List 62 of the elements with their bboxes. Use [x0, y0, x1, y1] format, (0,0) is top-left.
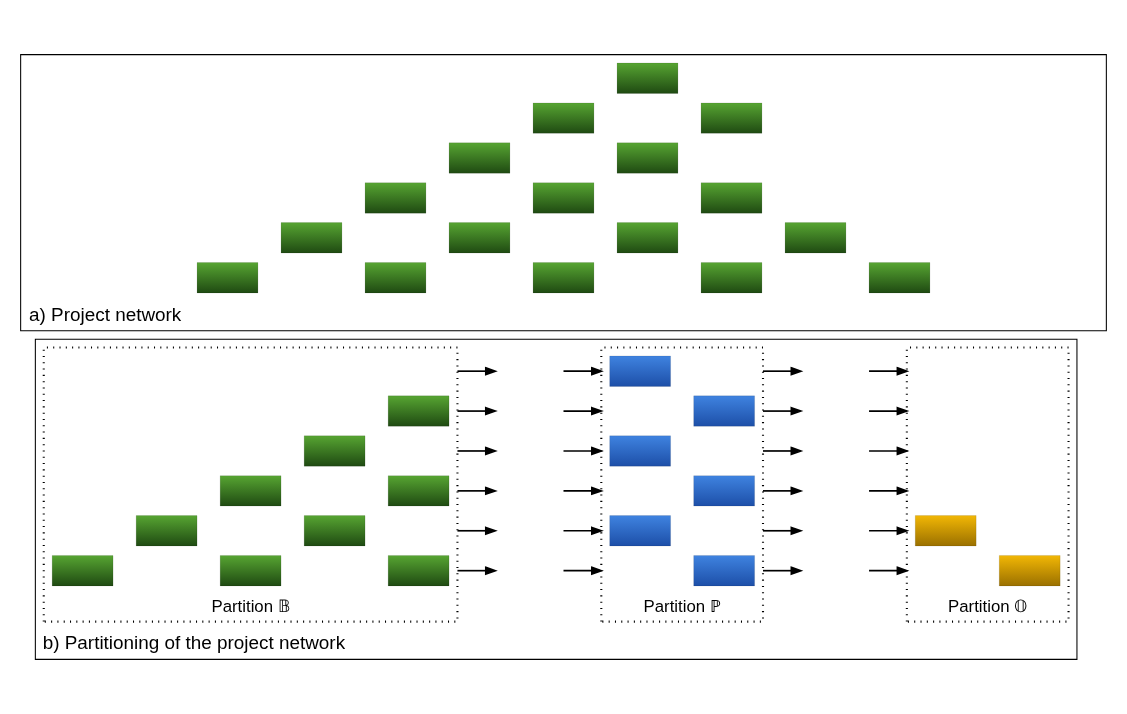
- node-box: [609, 515, 671, 547]
- node-box: [532, 102, 595, 134]
- node-box: [135, 515, 198, 547]
- node-box: [915, 515, 977, 547]
- arrow: [456, 406, 498, 416]
- node-box: [999, 555, 1061, 587]
- arrow: [762, 406, 804, 416]
- node-box: [868, 262, 931, 294]
- arrow: [868, 526, 910, 536]
- node-box: [784, 222, 847, 254]
- node-box: [532, 262, 595, 294]
- cluster: a) Project network: [20, 54, 1107, 332]
- cluster: Partition 𝕆: [905, 346, 1070, 623]
- node-box: [700, 102, 763, 134]
- node-box: [280, 222, 343, 254]
- arrow: [762, 366, 804, 376]
- arrow: [456, 486, 498, 496]
- node-box: [219, 475, 282, 507]
- arrow: [562, 446, 604, 456]
- arrow: [762, 446, 804, 456]
- node-box: [196, 262, 259, 294]
- arrow: [456, 526, 498, 536]
- node-box: [700, 262, 763, 294]
- node-box: [387, 395, 450, 427]
- node-box: [387, 475, 450, 507]
- node-box: [364, 262, 427, 294]
- node-box: [700, 182, 763, 214]
- arrow: [762, 486, 804, 496]
- node-box: [693, 475, 755, 507]
- arrow: [868, 486, 910, 496]
- arrow: [456, 566, 498, 576]
- arrow: [456, 366, 498, 376]
- arrow: [868, 566, 910, 576]
- node-box: [51, 555, 114, 587]
- node-box: [609, 435, 671, 467]
- node-box: [303, 435, 366, 467]
- arrow: [562, 526, 604, 536]
- arrow: [868, 446, 910, 456]
- arrow: [562, 566, 604, 576]
- node-box: [219, 555, 282, 587]
- node-box: [693, 555, 755, 587]
- node-box: [532, 182, 595, 214]
- node-box: [616, 62, 679, 94]
- node-box: [616, 142, 679, 174]
- arrow: [762, 566, 804, 576]
- arrow: [562, 406, 604, 416]
- arrow: [868, 406, 910, 416]
- node-box: [693, 395, 755, 427]
- node-box: [387, 555, 450, 587]
- node-box: [448, 142, 511, 174]
- cluster: Partition ℙ: [600, 346, 765, 623]
- node-box: [616, 222, 679, 254]
- node-box: [448, 222, 511, 254]
- node-box: [609, 355, 671, 387]
- arrow: [456, 446, 498, 456]
- node-box: [364, 182, 427, 214]
- arrow: [868, 366, 910, 376]
- arrow: [762, 526, 804, 536]
- arrow: [562, 486, 604, 496]
- arrow: [562, 366, 604, 376]
- node-box: [303, 515, 366, 547]
- cluster: Partition 𝔹: [42, 346, 459, 623]
